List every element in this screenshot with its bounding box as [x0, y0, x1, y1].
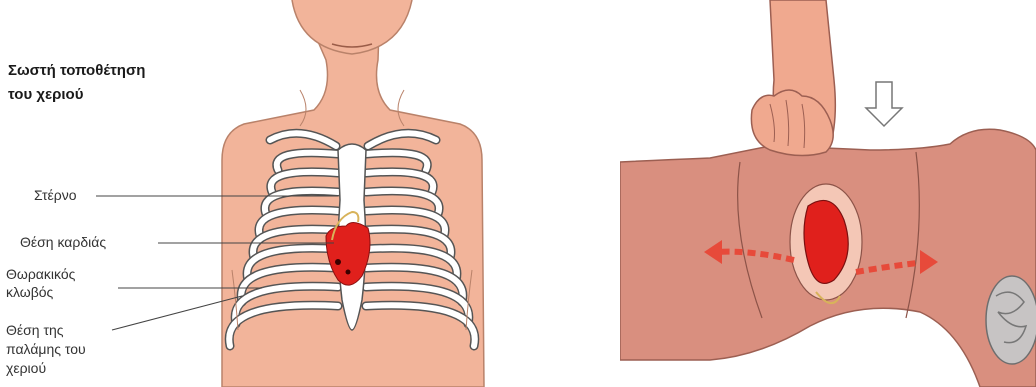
chin — [292, 0, 412, 54]
label-sternum: Στέρνο — [34, 187, 77, 204]
chest-anatomy-panel: Σωστή τοποθέτηση του χεριού Στέρνο Θέση … — [0, 0, 520, 387]
label-rib-cage-1: Θωρακικός — [6, 266, 75, 283]
label-palm-2: παλάμης του — [6, 341, 86, 358]
label-heart-position: Θέση καρδιάς — [20, 234, 106, 251]
down-arrow — [866, 82, 902, 126]
label-palm-1: Θέση της — [6, 322, 64, 339]
label-rib-cage-2: κλωβός — [6, 284, 53, 301]
chest-illustration — [0, 0, 520, 387]
cpr-illustration — [620, 0, 1036, 387]
abdomen-organs — [986, 276, 1036, 364]
title-line-1: Σωστή τοποθέτηση — [8, 62, 145, 80]
title-line-2: του χεριού — [8, 86, 83, 104]
cpr-compression-panel — [620, 0, 1036, 387]
label-palm-3: χεριού — [6, 360, 46, 377]
